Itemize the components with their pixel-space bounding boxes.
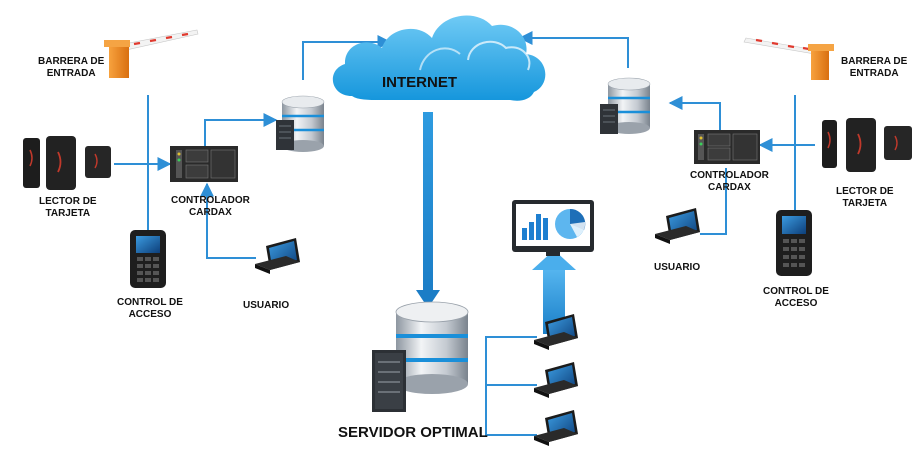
server-label: SERVIDOR OPTIMAL [338,424,488,441]
data-upload-arrow [532,250,576,334]
monitor-chart-icon [512,200,594,256]
left-controller-label-line2: CARDAX [189,207,232,218]
right-controller-label: CONTROLADOR CARDAX [690,170,769,194]
right-access-label-line1: CONTROL DE [763,286,829,297]
connector-left-user-controller [200,182,256,259]
controller-icon [694,130,760,164]
laptop-icon [655,208,700,244]
right-access-label-line2: ACCESO [774,298,818,309]
connector-right-controller-server [668,96,721,130]
connector-right-server-internet [518,31,629,68]
left-access-label-line2: ACCESO [128,309,172,320]
left-reader-label-line2: TARJETA [45,208,91,219]
right-controller-label-line1: CONTROLADOR [690,170,769,181]
internet-label: INTERNET [382,74,457,91]
left-user-label: USUARIO [243,300,290,311]
right-barrier-label-line2: ENTRADA [849,68,899,79]
left-controller-label: CONTROLADOR CARDAX [171,195,250,219]
barrier-gate-icon [104,29,199,78]
left-barrier-label: BARRERA DE ENTRADA [38,56,104,80]
right-user-label: USUARIO [654,262,701,273]
left-barrier-label-line2: ENTRADA [46,68,96,79]
left-reader-label: LECTOR DE TARJETA [39,196,97,220]
right-reader-label: LECTOR DE TARJETA [836,186,894,210]
connector-left-controller-server [204,113,278,150]
right-barrier-label: BARRERA DE ENTRADA [841,56,907,80]
laptop-icon [255,238,300,274]
card-reader-icon [822,118,912,172]
left-access-label-line1: CONTROL DE [117,297,183,308]
laptop-icon [534,362,578,398]
connectors [114,31,815,436]
left-barrier-label-line1: BARRERA DE [38,56,105,67]
left-reader-label-line1: LECTOR DE [39,196,97,207]
cloud-icon [332,15,546,101]
server-icon [600,77,651,134]
card-reader-icon [23,136,111,190]
laptop-icon [534,314,578,350]
server-icon [372,301,469,412]
barrier-gate-icon [743,37,834,80]
right-reader-label-line2: TARJETA [842,198,888,209]
left-access-label: CONTROL DE ACCESO [117,297,183,321]
internet-to-server-arrow [416,112,440,308]
left-controller-label-line1: CONTROLADOR [171,195,250,206]
laptop-icon [534,410,578,446]
server-icon [276,95,325,152]
right-barrier-label-line1: BARRERA DE [841,56,908,67]
right-reader-label-line1: LECTOR DE [836,186,894,197]
connector-left-server-internet [302,35,392,80]
access-keypad-icon [130,230,166,288]
connector-right-user-controller [700,168,727,235]
access-keypad-icon [776,210,812,276]
right-access-label: CONTROL DE ACCESO [763,286,829,310]
controller-icon [170,146,238,182]
right-controller-label-line2: CARDAX [708,182,751,193]
